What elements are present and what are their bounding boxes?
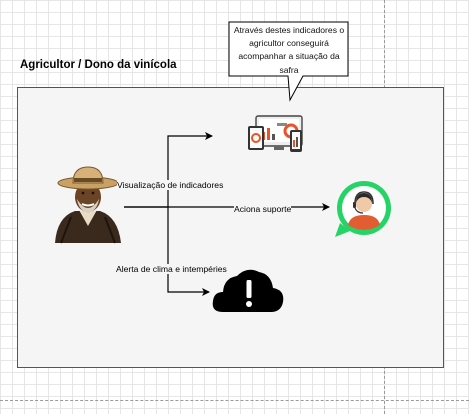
edge-indicators: [124, 132, 213, 208]
edge-label-support: Aciona suporte: [234, 204, 292, 214]
callout-text: Através destes indicadores o agricultor …: [233, 25, 345, 75]
connectors: [124, 132, 330, 296]
edge-label-weather: Alerta de clima e intempéries: [116, 264, 227, 274]
edge-label-indicators: Visualização de indicadores: [117, 180, 224, 190]
page-boundary-horizontal: [0, 400, 469, 401]
diagram-title: Agricultor / Dono da vinícola: [20, 59, 177, 71]
callout-bubble[interactable]: [228, 21, 349, 102]
cloud-alert-icon[interactable]: [212, 269, 284, 312]
farmer-avatar-icon[interactable]: [55, 166, 121, 244]
dashboard-devices-icon[interactable]: [248, 115, 303, 152]
whatsapp-support-agent-icon[interactable]: [335, 181, 391, 237]
edge-weather: [167, 207, 210, 296]
